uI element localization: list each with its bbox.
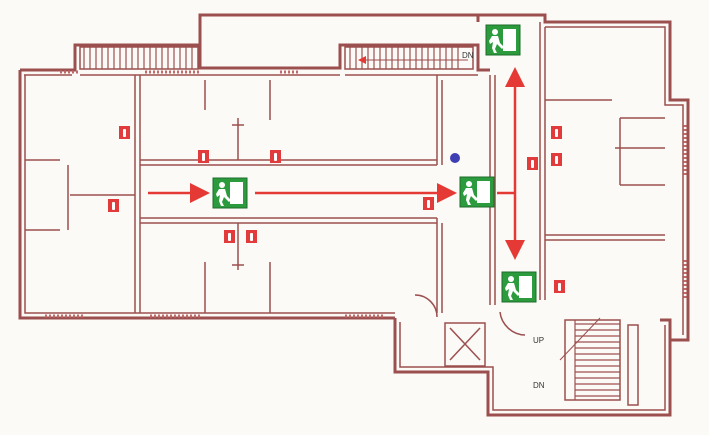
running-man-exit-icon bbox=[212, 177, 248, 209]
stair-top-center: DN bbox=[344, 46, 474, 70]
fire-extinguisher-icon bbox=[119, 126, 130, 139]
fire-extinguisher-icon bbox=[423, 197, 434, 210]
evacuation-routes bbox=[148, 67, 525, 260]
running-man-exit-icon bbox=[459, 176, 495, 208]
you-are-here-dot-icon bbox=[450, 153, 460, 163]
fire-extinguisher-icon bbox=[108, 199, 119, 212]
stair-up-label: UP bbox=[533, 336, 544, 345]
outer-walls bbox=[18, 13, 690, 417]
fire-extinguisher-icon bbox=[270, 150, 281, 163]
fire-extinguisher-icon bbox=[527, 157, 538, 170]
interior-walls bbox=[25, 22, 665, 367]
fire-extinguisher-icon bbox=[246, 230, 257, 243]
stair-dn-label: DN bbox=[533, 381, 545, 390]
stair-dn-label-top: DN bbox=[462, 51, 474, 60]
fire-extinguisher-icon bbox=[551, 153, 562, 166]
stair-top-left bbox=[79, 46, 199, 70]
windows bbox=[45, 70, 687, 318]
fire-extinguisher-icon bbox=[224, 230, 235, 243]
stair-bottom-right: UP DN bbox=[533, 317, 639, 406]
fire-extinguisher-icon bbox=[554, 280, 565, 293]
running-man-exit-icon bbox=[485, 24, 521, 56]
fire-extinguishers bbox=[108, 126, 565, 293]
fire-extinguisher-icon bbox=[551, 126, 562, 139]
running-man-exit-icon bbox=[501, 271, 537, 303]
fire-extinguisher-icon bbox=[198, 150, 209, 163]
